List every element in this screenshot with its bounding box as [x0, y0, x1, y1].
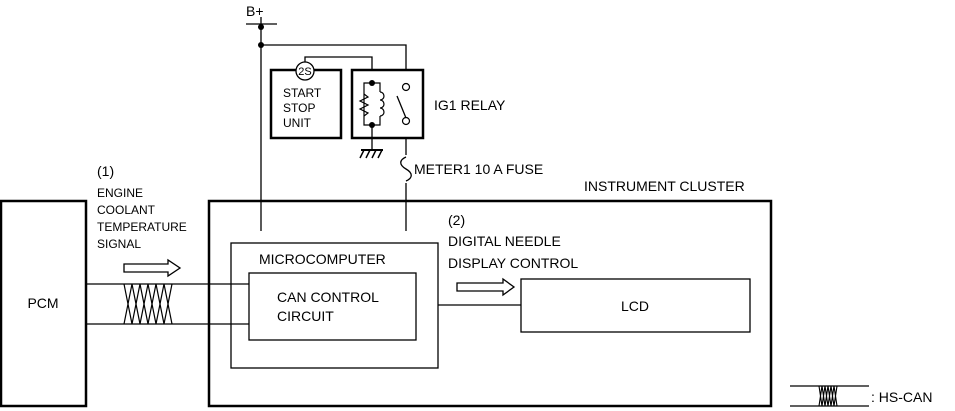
- signal-1-label-3: TEMPERATURE: [97, 220, 187, 234]
- legend-hs-can-symbol: [790, 385, 869, 407]
- ground-hatch-2: [365, 149, 371, 159]
- ground-hatch-3: [371, 149, 377, 159]
- lcd-box: [520, 278, 751, 333]
- can-control-circuit-box: [248, 272, 417, 341]
- supply-label: B+: [246, 3, 264, 19]
- supply-node-top: [258, 24, 264, 30]
- fuse-icon: [400, 156, 412, 182]
- signal-1-number: (1): [97, 163, 114, 179]
- signal-1-label-4: SIGNAL: [97, 237, 141, 251]
- pcm-label: PCM: [27, 295, 58, 311]
- relay-contact-top: [401, 82, 411, 92]
- signal-2-label-1: DIGITAL NEEDLE: [448, 233, 561, 249]
- start-stop-terminal-label: 2S: [298, 66, 311, 78]
- instrument-cluster-label: INSTRUMENT CLUSTER: [584, 178, 745, 194]
- relay-resistor-branch: [363, 82, 372, 126]
- lcd-label: LCD: [621, 298, 649, 314]
- relay-coil-icon: [379, 91, 385, 117]
- signal-2-label-2: DISPLAY CONTROL: [448, 255, 578, 271]
- pcm-box: [0, 199, 88, 408]
- hs-can-twisted-pair: [86, 283, 249, 325]
- relay-coil-wire-bottom: [372, 116, 381, 126]
- microcomputer-label: MICROCOMPUTER: [259, 251, 386, 267]
- legend-label: : HS-CAN: [871, 389, 932, 405]
- ig1-relay-box: [350, 68, 425, 140]
- relay-switch-gap: [401, 80, 411, 130]
- relay-coil-wire-top: [372, 82, 381, 92]
- coolant-signal-arrow-icon: [123, 258, 182, 278]
- relay-contact-bottom: [401, 116, 411, 126]
- ig1-relay-label: IG1 RELAY: [434, 97, 506, 113]
- display-control-arrow-icon: [456, 277, 516, 297]
- ground-hatch-4: [377, 149, 383, 159]
- instrument-cluster-box: [207, 199, 773, 408]
- signal-1-label-2: COOLANT: [97, 203, 156, 217]
- relay-resistor: [358, 93, 370, 117]
- start-stop-label-1: START: [283, 86, 322, 100]
- start-stop-label-2: STOP: [283, 101, 315, 115]
- can-control-circuit-label-1: CAN CONTROL: [277, 289, 379, 305]
- can-control-circuit-label-2: CIRCUIT: [277, 308, 334, 324]
- relay-switch-arm: [396, 95, 407, 119]
- start-stop-label-3: UNIT: [283, 116, 312, 130]
- signal-1-label-1: ENGINE: [97, 186, 143, 200]
- signal-2-number: (2): [448, 212, 465, 228]
- fuse-label: METER1 10 A FUSE: [414, 161, 543, 177]
- ground-hatch-1: [359, 149, 365, 159]
